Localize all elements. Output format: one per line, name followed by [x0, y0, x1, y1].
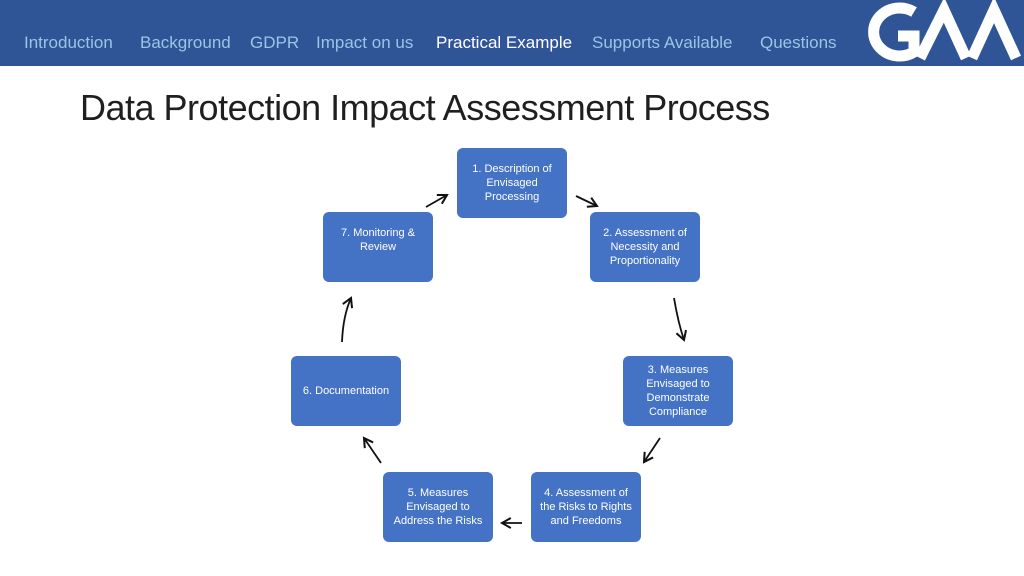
page-title: Data Protection Impact Assessment Proces… — [80, 87, 770, 128]
step-5-measures-address-risks: 5. Measures Envisaged to Address the Ris… — [383, 472, 493, 542]
nav-supports-available[interactable]: Supports Available — [592, 33, 733, 52]
arrow-7-to-1 — [425, 193, 449, 208]
step-3-measures-compliance: 3. Measures Envisaged to Demonstrate Com… — [623, 356, 733, 426]
arrow-2-to-3 — [673, 297, 687, 342]
gaa-logo — [868, 0, 1021, 62]
arrow-3-to-4 — [642, 437, 661, 464]
step-7-monitoring-review: 7. Monitoring & Review — [323, 212, 433, 282]
arrow-5-to-6 — [362, 436, 382, 464]
nav-introduction[interactable]: Introduction — [24, 33, 113, 52]
step-1-description: 1. Description of Envisaged Processing — [457, 148, 567, 218]
top-nav-bar: Introduction Background GDPR Impact on u… — [0, 0, 1024, 66]
nav-gdpr[interactable]: GDPR — [250, 33, 300, 52]
step-4-risk-assessment: 4. Assessment of the Risks to Rights and… — [531, 472, 641, 542]
arrow-6-to-7 — [341, 296, 354, 343]
step-6-documentation: 6. Documentation — [291, 356, 401, 426]
nav-questions[interactable]: Questions — [760, 33, 837, 52]
step-2-necessity: 2. Assessment of Necessity and Proportio… — [590, 212, 700, 282]
nav-background[interactable]: Background — [140, 33, 231, 52]
arrow-1-to-2 — [575, 195, 599, 208]
nav-impact-on-us[interactable]: Impact on us — [316, 33, 414, 52]
nav-practical-example[interactable]: Practical Example — [436, 33, 573, 52]
